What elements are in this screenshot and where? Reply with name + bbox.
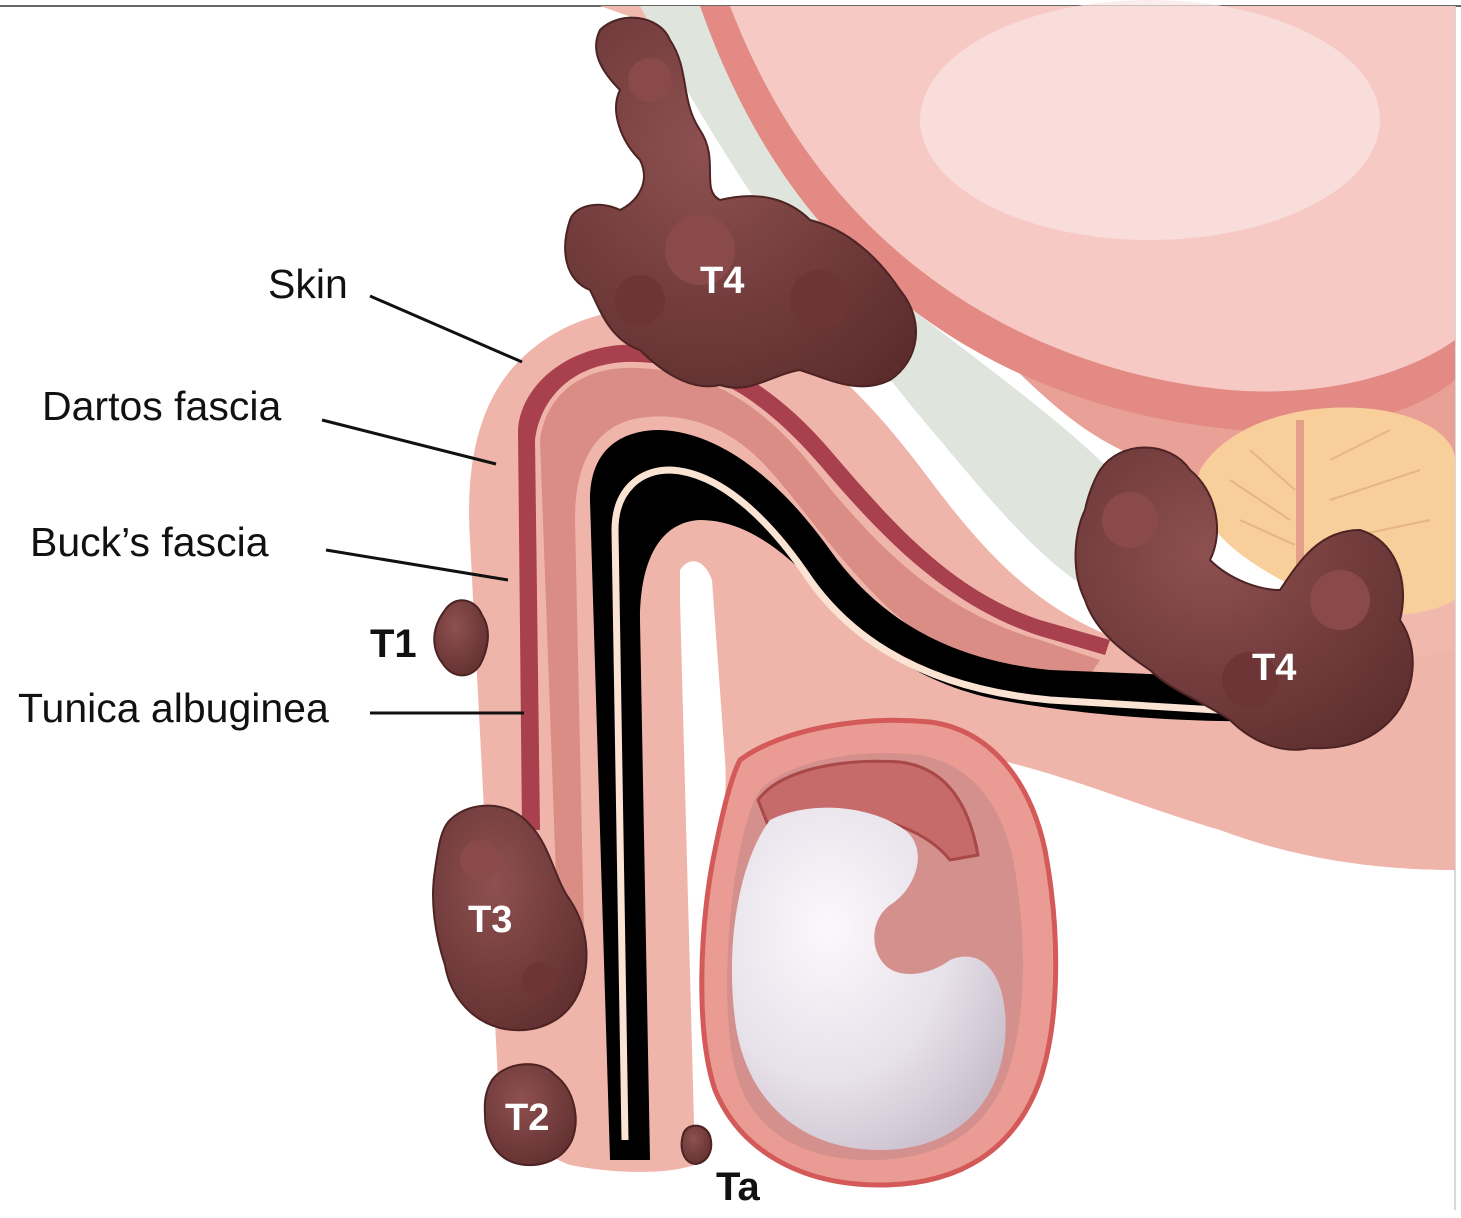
leader-skin (370, 296, 522, 362)
leader-dartos-fascia (322, 420, 496, 464)
stage-label-t4-lower: T4 (1252, 647, 1296, 689)
label-dartos-fascia: Dartos fascia (42, 383, 281, 429)
bladder-highlight (920, 0, 1380, 240)
label-tunica-albuginea: Tunica albuginea (18, 685, 329, 731)
tumor-t1 (434, 600, 488, 675)
tumor-ta (682, 1126, 712, 1164)
stage-label-t3: T3 (468, 899, 512, 941)
label-bucks-fascia: Buck’s fascia (30, 519, 269, 565)
stage-label-t1: T1 (370, 622, 417, 666)
label-skin: Skin (268, 261, 348, 307)
stage-label-t2: T2 (505, 1097, 549, 1139)
stage-label-t4-upper: T4 (700, 260, 744, 302)
stage-label-ta: Ta (716, 1165, 760, 1209)
